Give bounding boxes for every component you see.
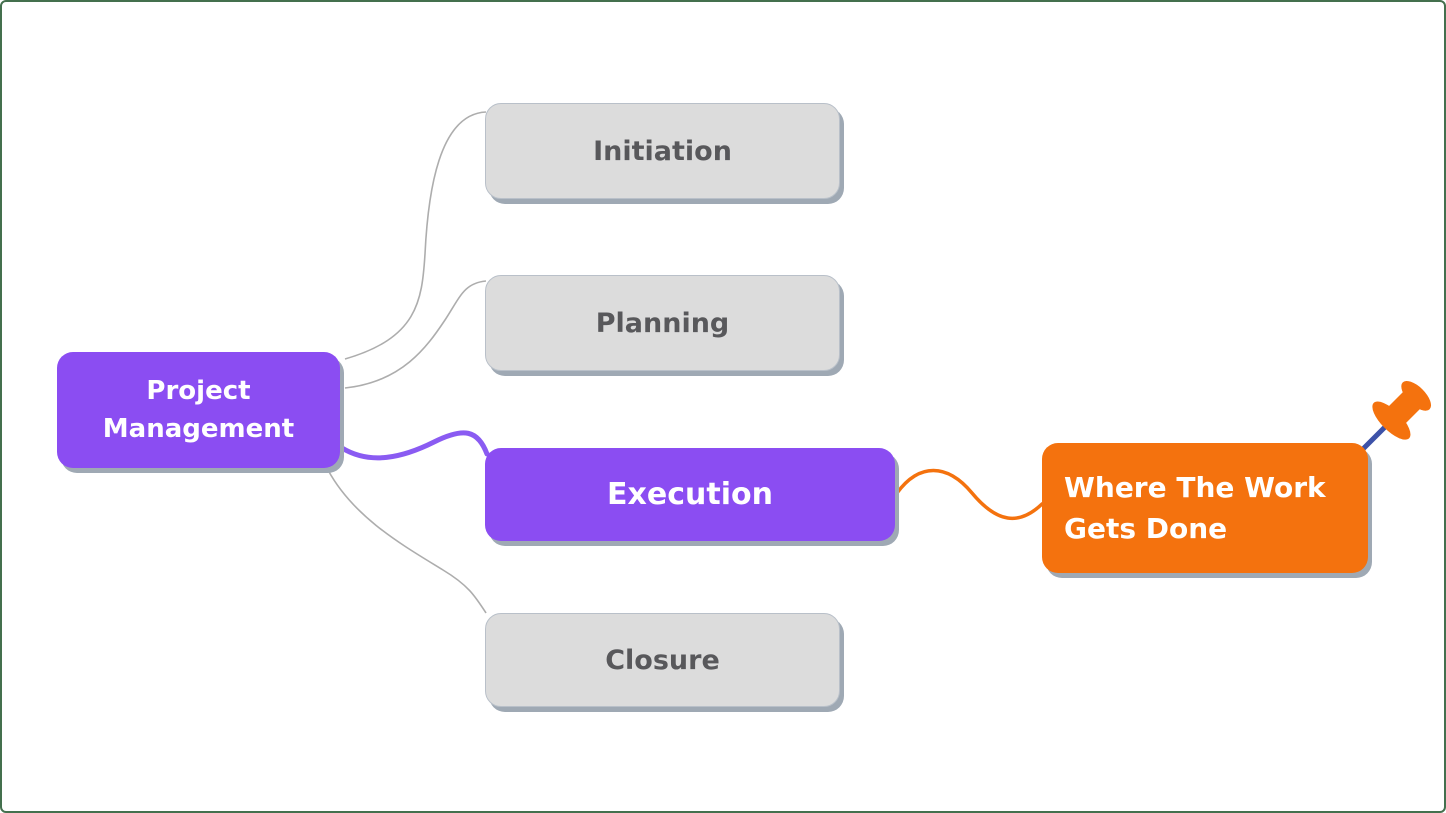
node-label: Initiation	[593, 135, 732, 167]
node-where-the-work-gets-done[interactable]: Where The Work Gets Done	[1042, 443, 1368, 573]
node-closure[interactable]: Closure	[485, 613, 840, 707]
connector-execution-callout	[895, 468, 1044, 521]
connector-root-closure	[327, 469, 487, 614]
node-label: Execution	[607, 477, 773, 512]
connector-root-execution	[339, 430, 490, 461]
node-planning[interactable]: Planning	[485, 275, 840, 371]
node-label: Closure	[605, 644, 720, 676]
node-label: Where The Work Gets Done	[1064, 471, 1326, 545]
connector-root-planning	[344, 280, 487, 389]
node-initiation[interactable]: Initiation	[485, 103, 840, 199]
node-execution[interactable]: Execution	[485, 448, 895, 541]
connector-root-initiation	[344, 111, 487, 360]
node-project-management[interactable]: Project Management	[57, 352, 340, 468]
node-label: Project Management	[102, 376, 295, 444]
node-label: Planning	[595, 307, 730, 339]
